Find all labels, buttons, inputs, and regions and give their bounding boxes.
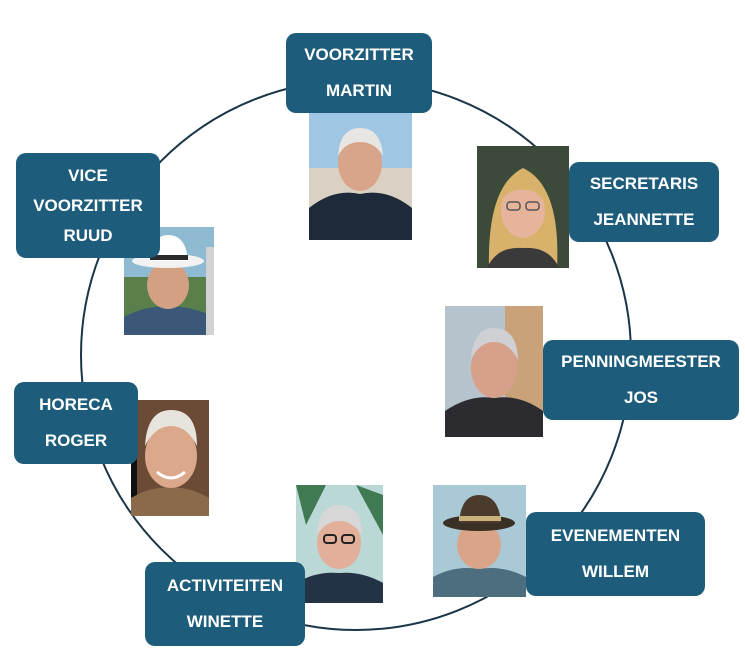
label-vice-voorzitter-ruud: VICE VOORZITTER RUUD — [16, 153, 160, 258]
label-line: VICE — [68, 165, 108, 185]
photo-jos — [445, 306, 543, 437]
photo-jeannette — [477, 146, 569, 268]
label-line: MARTIN — [325, 81, 393, 100]
label-line: WILLEM — [581, 562, 650, 581]
photo-roger — [131, 400, 209, 516]
photo-martin — [309, 108, 412, 240]
label-line: VOORZITTER — [33, 195, 143, 215]
label-activiteiten-winette: ACTIVITEITEN WINETTE — [145, 562, 305, 646]
label-evenementen-willem: EVENEMENTEN WILLEM — [526, 512, 705, 596]
label-line: PENNINGMEESTER — [561, 352, 721, 371]
label-line: JEANNETTE — [593, 210, 695, 229]
label-line: ROGER — [44, 431, 108, 450]
label-line: JOS — [623, 388, 659, 407]
label-horeca-roger: HORECA ROGER — [14, 382, 138, 464]
label-line: HORECA — [39, 395, 113, 414]
photo-willem — [433, 485, 526, 597]
label-secretaris-jeannette: SECRETARIS JEANNETTE — [569, 162, 719, 242]
label-line: RUUD — [63, 225, 113, 245]
label-line: VOORZITTER — [304, 45, 414, 64]
label-line: EVENEMENTEN — [550, 526, 681, 545]
label-voorzitter-martin: VOORZITTER MARTIN — [286, 33, 432, 113]
photo-winette — [296, 485, 383, 603]
label-line: WINETTE — [186, 612, 264, 631]
label-penningmeester-jos: PENNINGMEESTER JOS — [543, 340, 739, 420]
label-line: SECRETARIS — [589, 174, 699, 193]
label-line: ACTIVITEITEN — [166, 576, 284, 595]
